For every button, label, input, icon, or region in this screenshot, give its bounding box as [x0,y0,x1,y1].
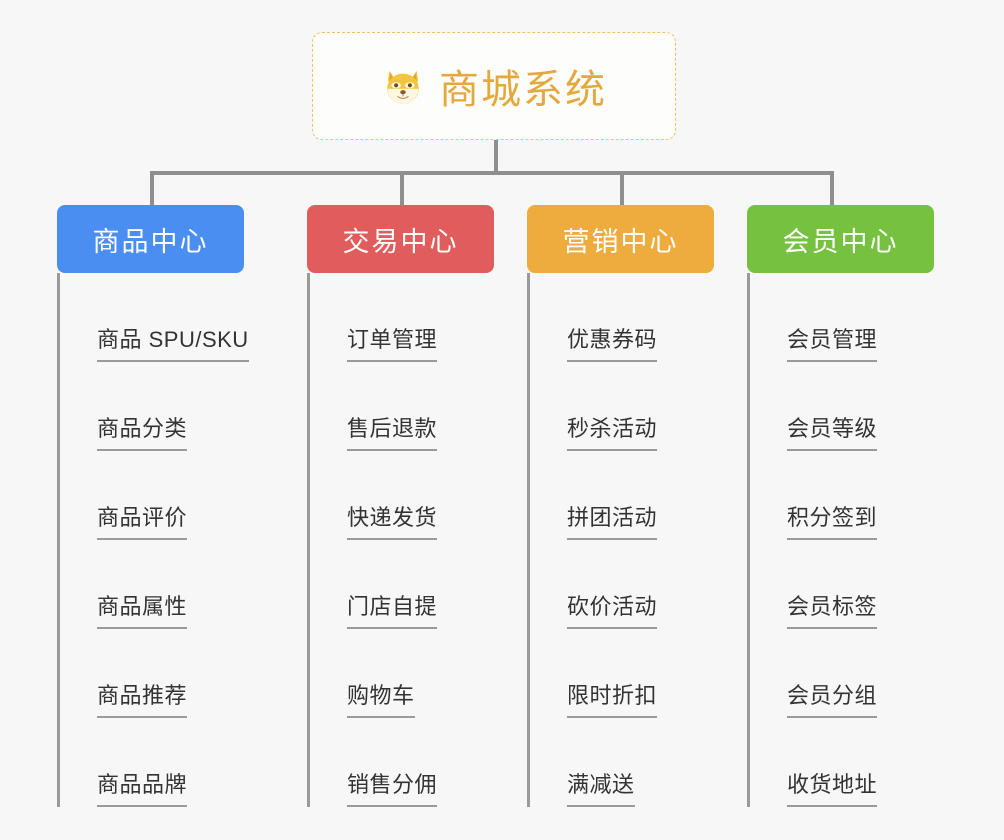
list-item[interactable]: 优惠券码 [543,273,714,362]
leaf-list-member-center: 会员管理 会员等级 积分签到 会员标签 会员分组 收货地址 [747,273,934,807]
leaf-label: 门店自提 [347,589,438,629]
leaf-label: 商品分类 [97,411,188,451]
leaf-label: 会员标签 [787,589,878,629]
list-item[interactable]: 限时折扣 [543,629,714,718]
list-item[interactable]: 会员管理 [763,273,934,362]
leaf-label: 商品属性 [97,589,188,629]
list-item[interactable]: 会员标签 [763,540,934,629]
list-item[interactable]: 商品推荐 [73,629,244,718]
category-label: 交易中心 [342,226,459,257]
leaf-label: 快递发货 [347,500,438,540]
list-item[interactable]: 商品 SPU/SKU [73,273,249,362]
list-item[interactable]: 拼团活动 [543,451,714,540]
leaf-label: 订单管理 [347,322,438,362]
leaf-label: 收货地址 [787,767,878,807]
connector-drop-3 [620,171,624,205]
list-item[interactable]: 商品属性 [73,540,244,629]
list-item[interactable]: 快递发货 [323,451,494,540]
leaf-label: 商品 SPU/SKU [97,322,249,362]
root-node[interactable]: 商城系统 [312,32,676,140]
list-item[interactable]: 商品评价 [73,451,244,540]
list-item[interactable]: 商品品牌 [73,718,244,807]
branch-product-center: 商品中心 商品 SPU/SKU 商品分类 商品评价 商品属性 商品推荐 商品品牌 [57,205,249,807]
leaf-list-trade-center: 订单管理 售后退款 快递发货 门店自提 购物车 销售分佣 [307,273,494,807]
branch-marketing-center: 营销中心 优惠券码 秒杀活动 拼团活动 砍价活动 限时折扣 满减送 [527,205,714,807]
list-item[interactable]: 售后退款 [323,362,494,451]
list-item[interactable]: 购物车 [323,629,494,718]
list-item[interactable]: 订单管理 [323,273,494,362]
leaf-label: 限时折扣 [567,678,658,718]
leaf-list-product-center: 商品 SPU/SKU 商品分类 商品评价 商品属性 商品推荐 商品品牌 [57,273,249,807]
connector-drop-1 [150,171,154,205]
leaf-label: 会员分组 [787,678,878,718]
category-label: 营销中心 [562,226,679,257]
list-item[interactable]: 商品分类 [73,362,244,451]
connector-bus [150,171,830,175]
leaf-label: 会员管理 [787,322,878,362]
connector-drop-4 [830,171,834,205]
leaf-label: 商品评价 [97,500,188,540]
leaf-label: 会员等级 [787,411,878,451]
category-header-product-center[interactable]: 商品中心 [57,205,244,273]
category-label: 会员中心 [782,226,899,257]
list-item[interactable]: 会员分组 [763,629,934,718]
category-header-member-center[interactable]: 会员中心 [747,205,934,273]
leaf-list-marketing-center: 优惠券码 秒杀活动 拼团活动 砍价活动 限时折扣 满减送 [527,273,714,807]
leaf-label: 秒杀活动 [567,411,658,451]
category-label: 商品中心 [92,226,209,257]
leaf-label: 砍价活动 [567,589,658,629]
category-header-marketing-center[interactable]: 营销中心 [527,205,714,273]
leaf-label: 购物车 [347,678,415,718]
connector-stem [494,140,498,173]
leaf-label: 优惠券码 [567,322,658,362]
list-item[interactable]: 积分签到 [763,451,934,540]
leaf-label: 商品品牌 [97,767,188,807]
list-item[interactable]: 销售分佣 [323,718,494,807]
list-item[interactable]: 秒杀活动 [543,362,714,451]
shiba-inu-icon [381,64,425,108]
root-title: 商城系统 [439,68,607,112]
leaf-label: 售后退款 [347,411,438,451]
branch-trade-center: 交易中心 订单管理 售后退款 快递发货 门店自提 购物车 销售分佣 [307,205,494,807]
branch-member-center: 会员中心 会员管理 会员等级 积分签到 会员标签 会员分组 收货地址 [747,205,934,807]
list-item[interactable]: 会员等级 [763,362,934,451]
leaf-label: 拼团活动 [567,500,658,540]
leaf-label: 商品推荐 [97,678,188,718]
connector-drop-2 [400,171,404,205]
leaf-label: 满减送 [567,767,635,807]
leaf-label: 销售分佣 [347,767,438,807]
leaf-label: 积分签到 [787,500,878,540]
list-item[interactable]: 砍价活动 [543,540,714,629]
list-item[interactable]: 满减送 [543,718,714,807]
list-item[interactable]: 门店自提 [323,540,494,629]
category-header-trade-center[interactable]: 交易中心 [307,205,494,273]
list-item[interactable]: 收货地址 [763,718,934,807]
